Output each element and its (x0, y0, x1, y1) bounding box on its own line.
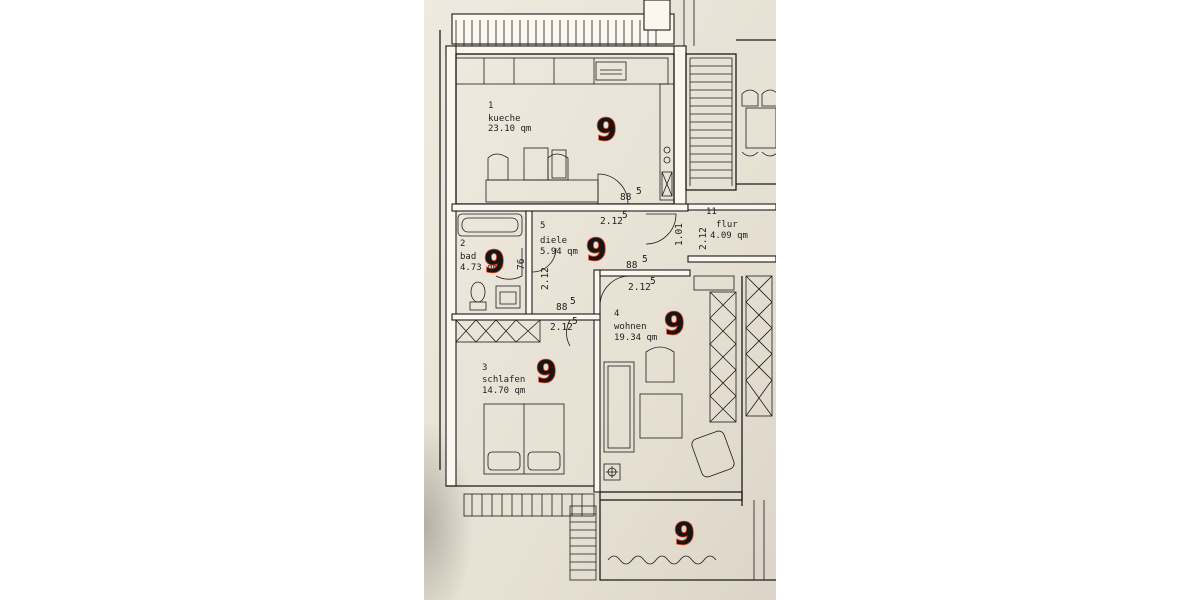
staircase (683, 0, 776, 191)
mark-balcony: 9 (674, 517, 695, 552)
wohnen-door-width: 88 (626, 260, 638, 271)
paper-shadow (424, 300, 564, 600)
label-diele: 5 diele 5.94 qm (540, 221, 578, 257)
bad-door-height: 2.12 (540, 267, 551, 290)
kitchen (455, 53, 675, 205)
label-flur: 11 flur 4.09 qm (706, 207, 748, 241)
outer-walls (439, 30, 687, 487)
mark-diele: 9 (586, 233, 607, 268)
handwritten-marks: 9 9 9 9 9 9 (483, 112, 695, 553)
dim-sup: 5 (650, 276, 656, 287)
room-name: diele (540, 236, 567, 246)
north-balcony (451, 0, 675, 46)
room-area: 14.70 qm (482, 386, 525, 396)
schlafen-door-height: 2.12 (550, 322, 573, 333)
dim-sup: 5 (570, 296, 576, 307)
dim-sup: 5 (622, 210, 628, 221)
dim-sup: 5 (572, 316, 578, 327)
flur-door-width: 1.01 (674, 223, 685, 246)
room-name: schlafen (482, 375, 525, 385)
bedroom (455, 319, 565, 475)
flur-door-height: 2.12 (698, 227, 709, 250)
room-number: 4 (614, 309, 619, 319)
floor-plan: 1 kueche 23.10 qm 2 bad 4.73 qm 3 schlaf… (424, 0, 776, 600)
room-number: 1 (488, 101, 493, 111)
mark-schlafen: 9 (536, 355, 557, 390)
schlafen-door-width: 88 (556, 302, 568, 313)
mark-bad: 9 (484, 245, 505, 280)
dimension-labels: 88 5 2.12 5 88 5 2.12 5 88 5 2.12 5 76 2… (516, 186, 709, 333)
room-area: 5.94 qm (540, 247, 578, 257)
bathroom (457, 213, 523, 311)
door-arcs (531, 213, 677, 347)
room-area: 23.10 qm (488, 124, 531, 134)
mark-kueche: 9 (596, 113, 617, 148)
room-number: 5 (540, 221, 545, 231)
room-name: bad (460, 252, 476, 262)
label-bad: 2 bad 4.73 qm (460, 239, 498, 273)
bad-door-width: 76 (516, 258, 527, 270)
kueche-door-width: 88 (620, 192, 632, 203)
dim-sup: 5 (636, 186, 642, 197)
label-schlafen: 3 schlafen 14.70 qm (482, 363, 525, 396)
label-kueche: 1 kueche 23.10 qm (488, 101, 531, 134)
inner-walls (451, 203, 776, 493)
room-name: flur (716, 220, 738, 230)
room-name: kueche (488, 114, 521, 124)
storage-column (741, 275, 773, 506)
room-number: 11 (706, 207, 717, 217)
label-wohnen: 4 wohnen 19.34 qm (614, 309, 657, 343)
dim-sup: 5 (642, 254, 648, 265)
room-area: 4.73 qm (460, 263, 498, 273)
south-balcony (463, 491, 776, 581)
living-room (603, 275, 737, 481)
mark-wohnen: 9 (664, 307, 685, 342)
room-number: 2 (460, 239, 465, 249)
wohnen-door-height: 2.12 (628, 282, 651, 293)
room-number: 3 (482, 363, 487, 373)
room-name: wohnen (614, 322, 647, 332)
room-area: 19.34 qm (614, 333, 657, 343)
kueche-door-height: 2.12 (600, 216, 623, 227)
room-area: 4.09 qm (710, 231, 748, 241)
